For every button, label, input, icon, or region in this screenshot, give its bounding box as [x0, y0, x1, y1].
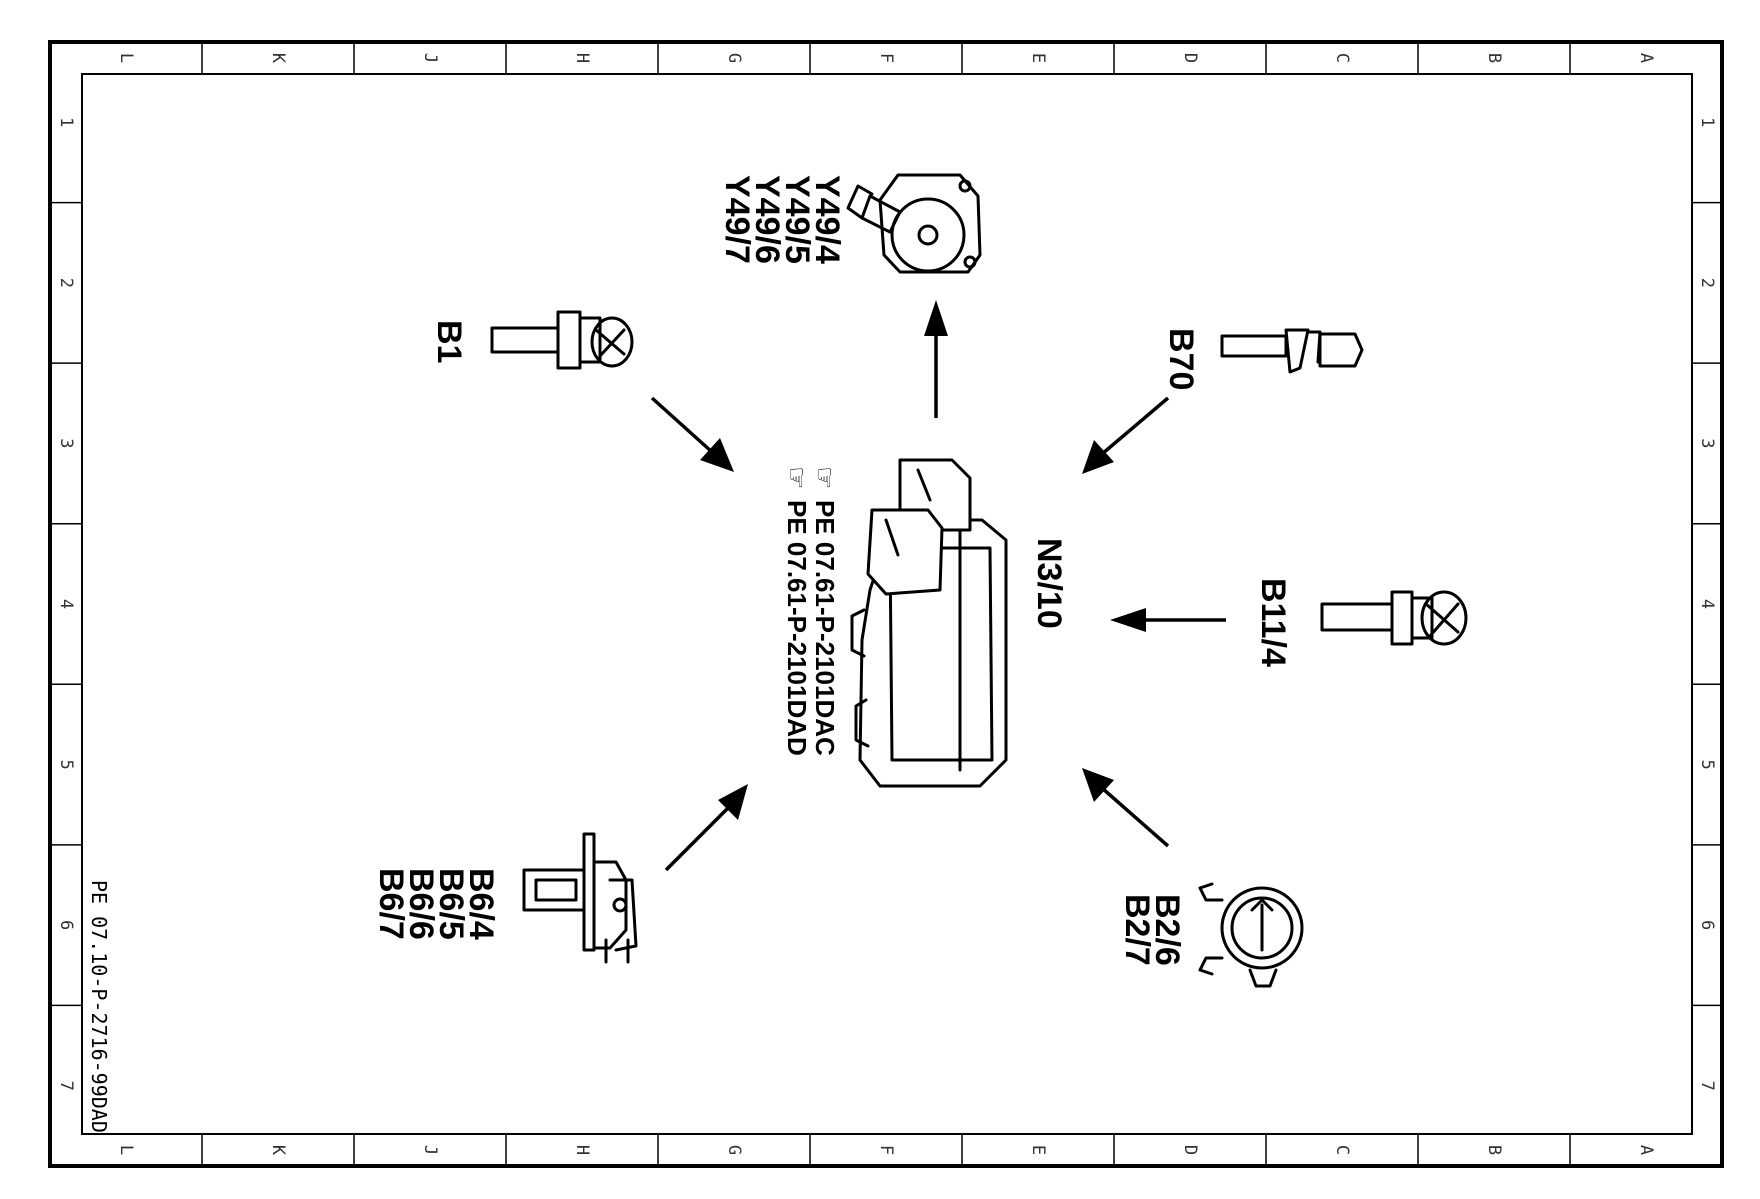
- b11-4-sensor-icon: [1320, 590, 1468, 646]
- grid-row-label: 1: [1697, 117, 1717, 127]
- grid-row-labels: 1 1 2 2 3 3 4 4 5 5 6 6 7 7: [56, 117, 1717, 1091]
- y49-label-4: Y49/7: [718, 175, 756, 264]
- doc-reference-icon-2: ☞: [782, 466, 812, 489]
- b2-sensor-icon: [1198, 882, 1304, 988]
- b6-label-group: B6/4 B6/5 B6/6 B6/7: [372, 868, 500, 940]
- n3-10-label: N3/10: [1030, 538, 1068, 629]
- grid-column-label: E: [1028, 1145, 1048, 1155]
- grid-row-label: 3: [1697, 438, 1717, 448]
- grid-column-label: K: [268, 53, 288, 64]
- b6-label-3: B6/6: [402, 868, 440, 940]
- grid-column-label: L: [116, 1145, 136, 1155]
- grid-column-label: C: [1332, 53, 1352, 63]
- b6-camshaft-sensor-icon: [522, 832, 638, 964]
- arrow-b11-4-to-n3-10: [1110, 608, 1226, 632]
- n3-10-ref-2: PE 07.61-P-2101DAD: [782, 500, 812, 756]
- b2-label-group: B2/6 B2/7: [1118, 894, 1186, 966]
- grid-row-label: 2: [1697, 278, 1717, 288]
- y49-camshaft-magnet-icon: [846, 173, 982, 274]
- y49-label-1: Y49/4: [808, 175, 846, 264]
- arrow-b6-to-n3-10: [664, 784, 748, 872]
- b2-label-2: B2/7: [1118, 894, 1156, 966]
- grid-column-label: B: [1484, 53, 1504, 63]
- b1-sensor-icon: [490, 310, 634, 370]
- document-id: PE 07.10-P-2716-99DAD: [87, 880, 111, 1133]
- grid-column-label: B: [1484, 1145, 1504, 1155]
- grid-row-label: 6: [56, 920, 76, 930]
- b6-label-2: B6/5: [432, 868, 470, 940]
- grid-column-label: C: [1332, 1145, 1352, 1155]
- grid-column-label: J: [420, 53, 440, 63]
- grid-column-label: E: [1028, 53, 1048, 63]
- grid-column-label: H: [572, 53, 592, 63]
- grid-column-label: F: [876, 53, 896, 63]
- n3-10-ref-1: PE 07.61-P-2101DAC: [810, 500, 840, 756]
- grid-column-label: D: [1180, 1145, 1200, 1155]
- grid-row-label: 6: [1697, 920, 1717, 930]
- grid-row-label: 7: [1697, 1081, 1717, 1091]
- grid-row-label: 2: [56, 278, 76, 288]
- arrow-b2-to-n3-10: [1082, 768, 1170, 848]
- grid-row-label: 1: [56, 117, 76, 127]
- b1-label: B1: [430, 320, 468, 363]
- grid-column-label: G: [724, 53, 744, 63]
- grid-column-label: G: [724, 1145, 744, 1155]
- y49-label-3: Y49/6: [748, 175, 786, 264]
- grid-row-label: 4: [56, 599, 76, 609]
- grid-column-labels: L L K K J J H H G G F F E E D D C C B B A A: [116, 53, 1656, 1156]
- y49-label-2: Y49/5: [778, 175, 816, 264]
- grid-column-label: L: [116, 53, 136, 63]
- y49-label-group: Y49/4 Y49/5 Y49/6 Y49/7: [718, 175, 846, 264]
- b70-sensor-icon: [1220, 328, 1364, 374]
- grid-column-label: K: [268, 1145, 288, 1156]
- grid-row-label: 3: [56, 438, 76, 448]
- b11-4-label: B11/4: [1254, 578, 1292, 667]
- arrow-b70-to-n3-10: [1082, 396, 1170, 474]
- grid-row-label: 5: [56, 759, 76, 769]
- grid-row-label: 4: [1697, 599, 1717, 609]
- inner-frame: [81, 73, 1693, 1135]
- grid-column-label: D: [1180, 53, 1200, 63]
- b2-label-1: B2/6: [1148, 894, 1186, 966]
- arrow-b1-to-n3-10: [650, 396, 734, 472]
- n3-10-refs: ☞ PE 07.61-P-2101DAC ☞ PE 07.61-P-2101DA…: [782, 466, 840, 756]
- doc-reference-icon-1: ☞: [810, 466, 840, 489]
- grid-column-label: F: [876, 1145, 896, 1155]
- grid-column-label: J: [420, 1145, 440, 1155]
- grid-row-label: 5: [1697, 759, 1717, 769]
- b70-label: B70: [1162, 328, 1200, 390]
- n3-10-control-unit-icon: [850, 458, 1008, 788]
- grid-column-label: H: [572, 1145, 592, 1155]
- grid-ticks: [50, 42, 1722, 1166]
- outer-frame: [48, 40, 1724, 1168]
- b6-label-4: B6/7: [372, 868, 410, 940]
- b6-label-1: B6/4: [462, 868, 500, 940]
- grid-column-label: A: [1636, 53, 1656, 63]
- grid-column-label: A: [1636, 1145, 1656, 1155]
- grid-row-label: 7: [56, 1081, 76, 1091]
- arrow-n3-10-to-y49: [924, 300, 948, 418]
